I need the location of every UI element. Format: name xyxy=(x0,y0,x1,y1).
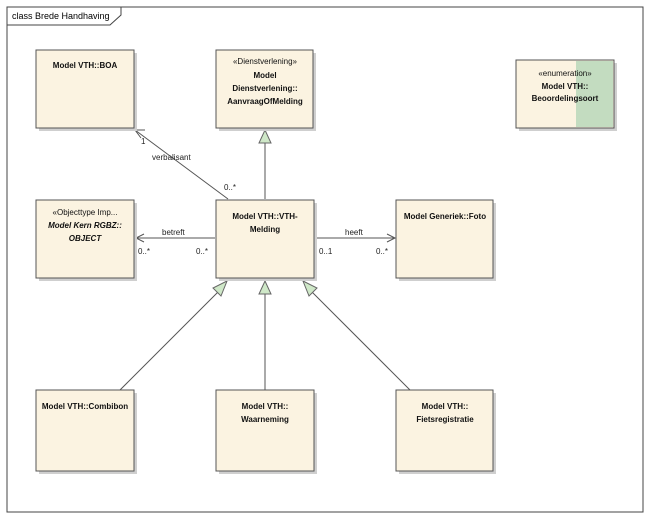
betreft-mult-target: 0..* xyxy=(138,247,150,256)
heeft-role-label: heeft xyxy=(345,228,364,237)
class-boa[interactable]: Model VTH::BOA xyxy=(35,49,137,131)
generalization-head-fietsregistratie xyxy=(302,279,318,297)
diagram-title-tab xyxy=(6,6,122,26)
enum-line2: Beoordelingsoort xyxy=(532,94,599,103)
aanvraag-line3: AanvraagOfMelding xyxy=(227,97,303,106)
object-line1: Model Kern RGBZ:: xyxy=(48,221,122,230)
vth-melding-line2: Melding xyxy=(250,225,280,234)
generalization-fietsregistratie[interactable] xyxy=(311,291,411,391)
enum-color-band xyxy=(576,61,613,127)
generalization-head-waarneming xyxy=(258,279,272,295)
class-aanvraag-of-melding[interactable]: «Dienstverlening» Model Dienstverlening:… xyxy=(215,49,316,131)
class-vth-melding[interactable]: Model VTH::VTH- Melding xyxy=(215,199,317,281)
verbalisant-mult-target: 1 xyxy=(141,137,146,146)
association-verbalisant[interactable] xyxy=(134,129,229,200)
enum-beoordelingsoort[interactable]: «enumeration» Model VTH:: Beoordelingsoo… xyxy=(515,59,617,131)
object-stereotype: «Objecttype Imp... xyxy=(53,208,118,217)
generalization-head-combibon xyxy=(212,279,228,297)
class-object[interactable]: «Objecttype Imp... Model Kern RGBZ:: OBJ… xyxy=(35,199,137,281)
betreft-role-label: betreft xyxy=(162,228,185,237)
diagram-title: class Brede Handhaving xyxy=(12,11,110,21)
aanvraag-line1: Model xyxy=(253,71,276,80)
fietsregistratie-line1: Model VTH:: xyxy=(422,402,469,411)
class-combibon-name: Model VTH::Combibon xyxy=(42,402,128,411)
heeft-mult-source: 0..1 xyxy=(319,247,333,256)
class-foto-name: Model Generiek::Foto xyxy=(404,212,486,221)
waarneming-line2: Waarneming xyxy=(241,415,289,424)
class-fietsregistratie[interactable]: Model VTH:: Fietsregistratie xyxy=(395,389,496,474)
waarneming-line1: Model VTH:: xyxy=(242,402,289,411)
class-combibon[interactable]: Model VTH::Combibon xyxy=(35,389,137,474)
arrowhead-heeft xyxy=(386,233,397,243)
betreft-mult-source: 0..* xyxy=(196,247,208,256)
aanvraag-line2: Dienstverlening:: xyxy=(232,84,297,93)
object-line2: OBJECT xyxy=(69,234,103,243)
generalization-head-aanvraag xyxy=(258,128,272,144)
class-waarneming[interactable]: Model VTH:: Waarneming xyxy=(215,389,317,474)
vth-melding-line1: Model VTH::VTH- xyxy=(232,212,298,221)
class-boa-name: Model VTH::BOA xyxy=(53,61,118,70)
class-foto[interactable]: Model Generiek::Foto xyxy=(395,199,496,281)
enum-stereotype: «enumeration» xyxy=(538,69,592,78)
generalization-combibon[interactable] xyxy=(119,291,219,391)
fietsregistratie-line2: Fietsregistratie xyxy=(416,415,474,424)
enum-line1: Model VTH:: xyxy=(542,82,589,91)
heeft-mult-target: 0..* xyxy=(376,247,388,256)
verbalisant-role-label: verbalisant xyxy=(152,153,191,162)
verbalisant-mult-source: 0..* xyxy=(224,183,236,192)
aanvraag-stereotype: «Dienstverlening» xyxy=(233,57,298,66)
